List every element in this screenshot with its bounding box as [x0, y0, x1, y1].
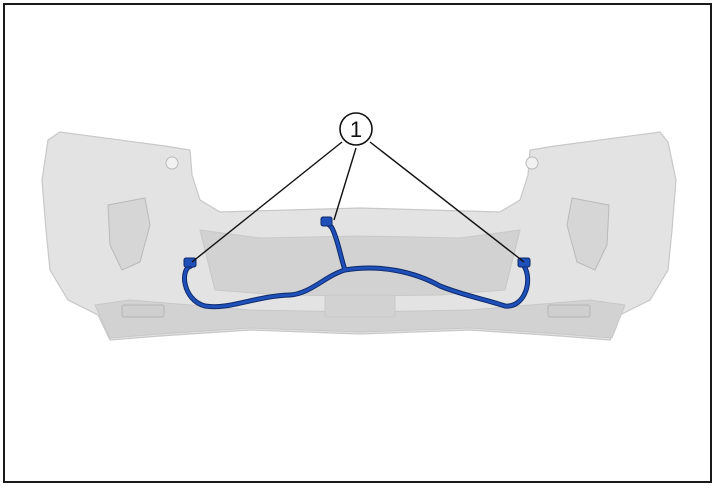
bumper-cover [41, 131, 677, 341]
center-connector [320, 216, 333, 227]
leader-center [333, 147, 357, 221]
callout-circle [339, 112, 373, 146]
right-lower-vent [547, 304, 591, 318]
leader-left [191, 141, 343, 263]
right-mount-hole [525, 156, 539, 170]
center-bracket [324, 294, 396, 318]
left-reflector [107, 197, 151, 271]
callout-leaders [191, 141, 525, 263]
leader-right [369, 141, 525, 263]
left-lower-vent [121, 304, 165, 318]
bumper-lower-lip [94, 299, 626, 339]
callout-number: 1 [350, 117, 362, 142]
callout-1: 1 [339, 112, 373, 146]
bumper-center-recess [199, 229, 521, 297]
left-connector [183, 257, 197, 268]
right-reflector [566, 197, 610, 271]
left-mount-hole [165, 156, 179, 170]
wiring-harness [182, 216, 531, 310]
